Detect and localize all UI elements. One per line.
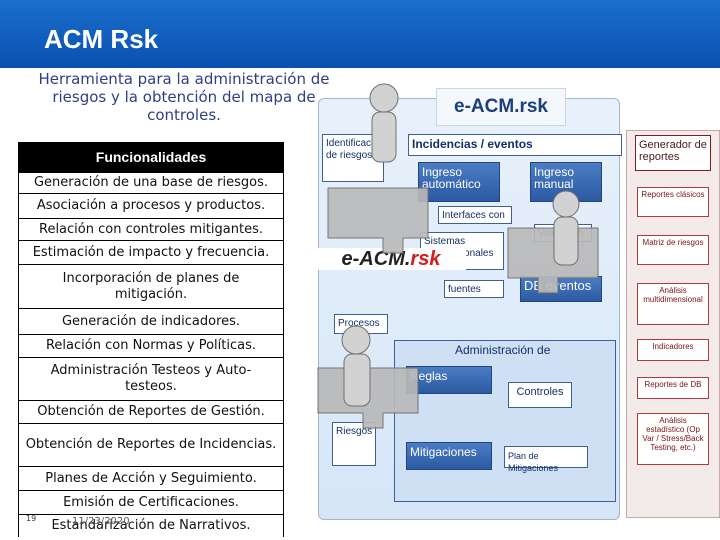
box-generador: Generador de reportes [635, 135, 711, 171]
func-item: Relación con controles mitigantes. [18, 219, 284, 241]
report-item: Reportes clásicos [637, 187, 709, 217]
box-incidencias: Incidencias / eventos [408, 134, 622, 156]
func-item: Asociación a procesos y productos. [18, 194, 284, 219]
box-fuentes: fuentes [444, 280, 504, 298]
func-item: Obtención de Reportes de Incidencias. [18, 424, 284, 467]
architecture-diagram: e-ACM.rsk Identificación de riesgos Inci… [308, 78, 720, 530]
func-item: Planes de Acción y Seguimiento. [18, 467, 284, 491]
func-item: Generación de indicadores. [18, 309, 284, 335]
func-item: Incorporación de planes de mitigación. [18, 265, 284, 309]
center-logo-suffix: rsk [410, 248, 441, 270]
box-mitigaciones: Mitigaciones [406, 442, 492, 470]
figure-head [341, 325, 371, 355]
func-item: Obtención de Reportes de Gestión. [18, 401, 284, 424]
puzzle-piece [327, 187, 429, 254]
figure-head [369, 83, 399, 113]
page-number: 19 [26, 514, 37, 523]
func-item: Generación de una base de riesgos. [18, 172, 284, 194]
figure-body [553, 216, 579, 266]
func-item: Estimación de impacto y frecuencia. [18, 241, 284, 265]
func-item: Emisión de Certificaciones. [18, 491, 284, 515]
box-plan-mitigaciones: Plan de Mitigaciones [504, 446, 588, 473]
func-item: Estandarización de Narrativos. [18, 515, 284, 537]
func-item: Relación con Normas y Políticas. [18, 335, 284, 358]
app-title: ACM Rsk [44, 24, 159, 54]
functionalities-list: Generación de una base de riesgos. Asoci… [18, 172, 284, 537]
report-item: Indicadores [637, 339, 709, 361]
reports-column: Generador de reportes Reportes clásicos … [626, 130, 720, 518]
puzzle-piece [507, 227, 599, 294]
box-interfaces: Interfaces con [438, 206, 512, 224]
box-controles: Controles [508, 382, 572, 408]
figure-head [552, 190, 580, 218]
eacm-logo: e-ACM.rsk [436, 88, 566, 126]
report-item: Reportes de DB [637, 377, 709, 399]
title-bar: ACM Rsk [0, 0, 720, 68]
report-item: Matriz de riesgos [637, 235, 709, 265]
box-riesgos: Riesgos [332, 422, 376, 466]
puzzle-figures-graphic [317, 83, 599, 429]
footer-date: 11/23/2020 [72, 516, 130, 527]
box-ingreso-automatico: Ingreso automático [418, 162, 500, 202]
figure-body [343, 353, 371, 407]
subtitle: Herramienta para la administración de ri… [38, 70, 330, 124]
functionalities-heading: Funcionalidades [18, 142, 284, 172]
figure-body [371, 111, 397, 163]
report-item: Análisis estadístico (Op Var / Stress/Ba… [637, 413, 709, 465]
report-item: Análisis multidimensional [637, 283, 709, 325]
func-item: Administración Testeos y Auto-testeos. [18, 358, 284, 401]
box-reglas: Reglas [406, 366, 492, 394]
